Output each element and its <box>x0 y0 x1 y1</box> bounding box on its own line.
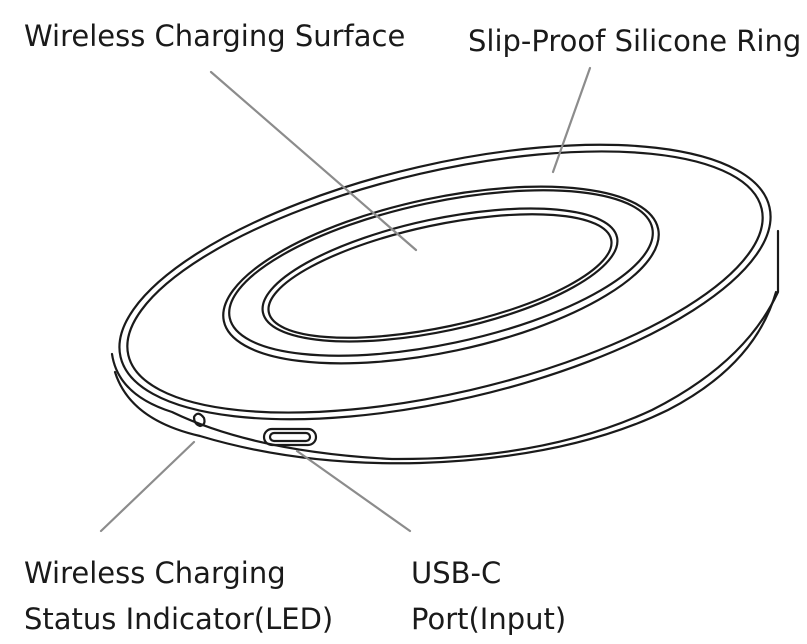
label-status-indicator-line1: Wireless Charging <box>24 556 286 590</box>
label-usb-port-line1: USB-C <box>411 556 502 590</box>
label-status-indicator: Wireless Charging Status Indicator(LED) <box>24 550 333 642</box>
led-indicator-notch <box>192 412 206 428</box>
leader-line-charging-surface <box>209 70 418 252</box>
charging-surface-inner <box>267 213 613 339</box>
label-silicone-ring: Slip-Proof Silicone Ring <box>468 24 802 58</box>
silicone-ring-outer <box>222 185 660 365</box>
usb-c-port-inner <box>268 431 312 443</box>
charger-top-outer <box>118 143 772 421</box>
charger-base-bottom <box>113 290 778 465</box>
silicone-ring-outer-lip <box>228 189 654 357</box>
charger-base-edge <box>110 229 780 461</box>
label-usb-port-line2: Port(Input) <box>411 602 567 636</box>
label-status-indicator-line2: Status Indicator(LED) <box>24 602 334 636</box>
label-charging-surface: Wireless Charging Surface <box>24 19 406 53</box>
usb-c-port-outer <box>262 427 318 447</box>
charger-top-inner-edge <box>126 150 764 414</box>
leader-line-usb-port <box>295 449 412 533</box>
leader-line-silicone-ring <box>551 66 592 174</box>
leader-line-status-indicator <box>99 440 196 533</box>
label-usb-port: USB-C Port(Input) <box>411 550 566 642</box>
charging-surface-ellipse <box>261 207 619 343</box>
